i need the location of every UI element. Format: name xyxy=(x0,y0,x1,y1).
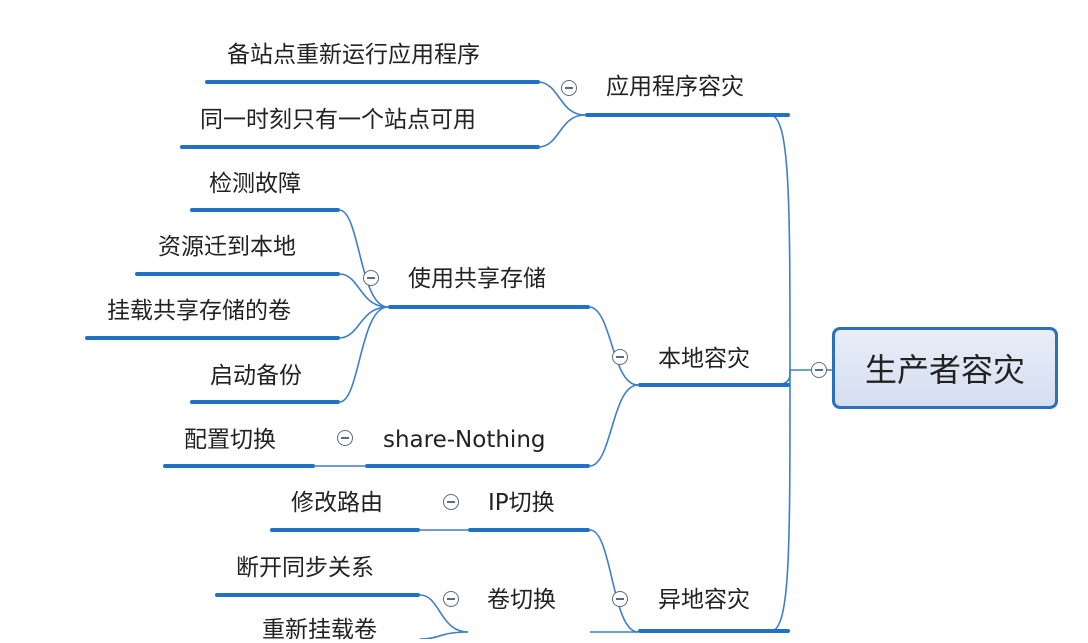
local-nothing-label[interactable]: share-Nothing xyxy=(383,427,546,453)
local-nothing-line xyxy=(365,464,590,468)
collapse-icon[interactable] xyxy=(443,494,459,510)
shared-child-line xyxy=(190,208,340,212)
nothing-child-line xyxy=(163,464,315,468)
vol-child-label[interactable]: 重新挂载卷 xyxy=(262,617,377,643)
app-child-line xyxy=(180,145,540,149)
app-child-label[interactable]: 备站点重新运行应用程序 xyxy=(227,42,480,68)
remote-vol-label[interactable]: 卷切换 xyxy=(487,587,556,613)
vol-child-line xyxy=(215,593,420,597)
branch-local-label[interactable]: 本地容灾 xyxy=(658,346,750,372)
remote-ip-label[interactable]: IP切换 xyxy=(488,490,555,516)
nothing-child-label[interactable]: 配置切换 xyxy=(184,427,276,453)
root-node[interactable]: 生产者容灾 xyxy=(832,327,1058,409)
branch-remote-line xyxy=(638,629,790,633)
shared-child-label[interactable]: 检测故障 xyxy=(209,171,301,197)
shared-child-label[interactable]: 挂载共享存储的卷 xyxy=(107,298,291,324)
shared-child-line xyxy=(190,400,340,404)
root-label: 生产者容灾 xyxy=(864,351,1025,389)
collapse-icon[interactable] xyxy=(337,430,353,446)
remote-ip-line xyxy=(468,528,590,532)
local-shared-line xyxy=(388,305,590,309)
ip-child-label[interactable]: 修改路由 xyxy=(291,490,383,516)
branch-remote-label[interactable]: 异地容灾 xyxy=(658,587,750,613)
ip-child-line xyxy=(270,528,420,532)
collapse-icon[interactable] xyxy=(612,591,628,607)
branch-local-line xyxy=(638,383,790,387)
collapse-icon[interactable] xyxy=(443,591,459,607)
collapse-icon[interactable] xyxy=(561,80,577,96)
vol-child-label[interactable]: 断开同步关系 xyxy=(236,555,374,581)
collapse-icon[interactable] xyxy=(811,362,827,378)
collapse-icon[interactable] xyxy=(363,270,379,286)
local-shared-label[interactable]: 使用共享存储 xyxy=(408,266,546,292)
shared-child-label[interactable]: 启动备份 xyxy=(210,363,302,389)
shared-child-line xyxy=(135,272,340,276)
branch-app-label[interactable]: 应用程序容灾 xyxy=(606,74,744,100)
app-child-label[interactable]: 同一时刻只有一个站点可用 xyxy=(200,107,476,133)
app-child-line xyxy=(205,80,540,84)
collapse-icon[interactable] xyxy=(612,349,628,365)
shared-child-line xyxy=(85,336,340,340)
branch-app-line xyxy=(585,113,790,117)
shared-child-label[interactable]: 资源迁到本地 xyxy=(158,234,296,260)
